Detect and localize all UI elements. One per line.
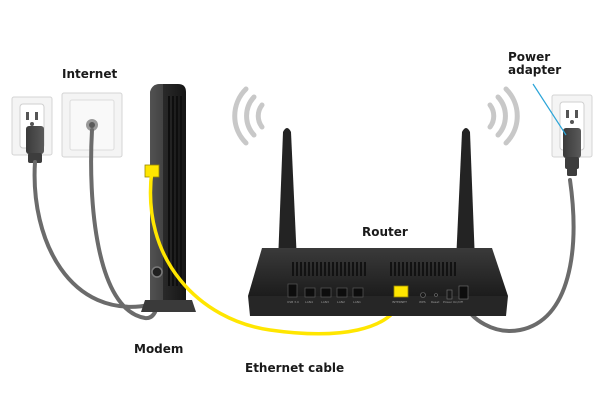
modem-coax-port	[151, 266, 163, 278]
port-label-lan3: LAN3	[321, 300, 329, 304]
ethernet-cable	[148, 168, 403, 336]
router-vent-right	[390, 262, 456, 276]
coax-cable	[89, 128, 161, 320]
router-antennas	[278, 128, 475, 262]
router-usb-port	[287, 283, 298, 298]
router-wps-button	[420, 292, 426, 298]
router-device: USB 3.0 LAN4 LAN3 LAN2 LAN1 INTERNET WPS…	[248, 248, 508, 316]
router-lan3-port	[320, 287, 332, 298]
wifi-signal-icon	[232, 86, 520, 146]
port-label-lan1: LAN1	[353, 300, 361, 304]
port-label-internet: INTERNET	[392, 300, 407, 304]
router-lan4-port	[304, 287, 316, 298]
port-label-usb: USB 3.0	[287, 300, 299, 304]
port-label-wps: WPS	[419, 300, 426, 304]
modem-label: Modem	[134, 342, 184, 356]
port-label-lan2: LAN2	[337, 300, 345, 304]
ethernet-cable-label: Ethernet cable	[245, 361, 345, 375]
port-label-reset: Reset	[431, 300, 440, 304]
internet-label: Internet	[62, 67, 118, 81]
router-power-adapter-icon	[563, 128, 581, 176]
router-label: Router	[362, 225, 408, 239]
port-label-lan4: LAN4	[305, 300, 313, 304]
router-power-cable	[460, 178, 576, 333]
router-lan2-port	[336, 287, 348, 298]
router-power-jack	[458, 285, 469, 300]
router-vent-left	[292, 262, 366, 276]
port-label-power: Power On/Off	[443, 300, 464, 304]
power-adapter-callout-line	[532, 83, 567, 136]
router-lan1-port	[352, 287, 364, 298]
power-adapter-label-line1: Power	[508, 50, 551, 64]
power-adapter-label-line2: adapter	[508, 63, 562, 77]
router-reset-hole	[434, 293, 438, 297]
coax-wall-jack-icon	[61, 92, 123, 158]
router-internet-port	[393, 285, 409, 298]
router-power-switch	[446, 289, 453, 300]
modem-power-plug-icon	[26, 126, 44, 163]
